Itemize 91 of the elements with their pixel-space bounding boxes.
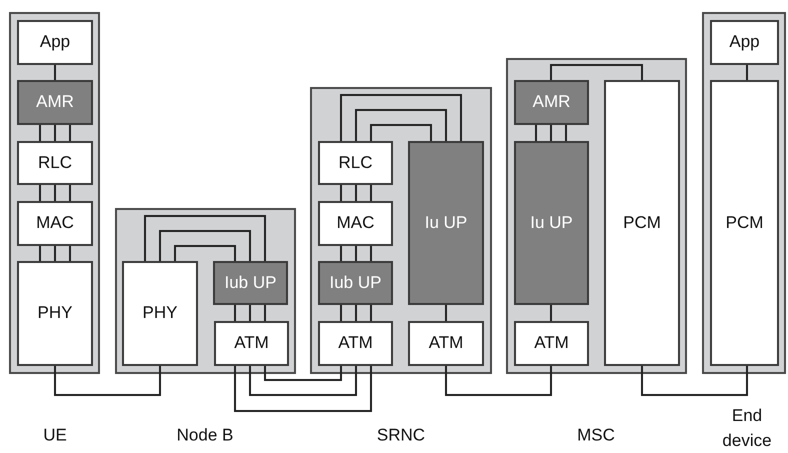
network-element-box xyxy=(506,58,687,374)
connector-line xyxy=(445,366,552,396)
connector-line xyxy=(39,185,41,201)
connector-line xyxy=(340,94,462,141)
connector-line xyxy=(370,246,372,261)
layer-label: AMR xyxy=(36,93,74,112)
protocol-layer xyxy=(604,80,680,366)
connector-line xyxy=(370,305,372,321)
connector-line xyxy=(54,65,56,80)
protocol-layer xyxy=(318,201,393,246)
layer-label: MAC xyxy=(36,214,74,233)
connector-line xyxy=(39,125,41,141)
connector-line xyxy=(54,125,56,141)
connector-line xyxy=(69,246,71,261)
layer-label: ATM xyxy=(428,334,464,353)
protocol-layer xyxy=(318,321,393,366)
protocol-layer xyxy=(17,20,93,65)
layer-label: Iu UP xyxy=(424,214,468,232)
shaded-protocol-layer xyxy=(17,80,93,125)
connector-line xyxy=(565,125,567,141)
layer-label: Iu UP xyxy=(530,214,573,232)
connector-line xyxy=(54,185,56,201)
connector-line xyxy=(355,305,357,321)
network-element-box xyxy=(310,87,492,374)
connector-line xyxy=(54,246,56,261)
protocol-layer xyxy=(408,321,484,366)
connector-line xyxy=(54,366,161,396)
element-label: Node B xyxy=(176,424,234,446)
connector-line xyxy=(39,246,41,261)
connector-line xyxy=(249,366,357,396)
layer-label: RLC xyxy=(38,154,72,172)
connector-line xyxy=(370,185,372,201)
connector-line xyxy=(159,230,251,261)
protocol-layer xyxy=(710,80,779,366)
layer-label: PHY xyxy=(38,304,72,323)
connector-line xyxy=(264,305,266,321)
connector-line xyxy=(69,125,71,141)
network-element-box xyxy=(9,12,100,374)
element-label: UE xyxy=(42,424,68,446)
connector-line xyxy=(264,366,342,381)
connector-line xyxy=(355,109,447,141)
connector-line xyxy=(550,125,552,141)
layer-label: ATM xyxy=(234,334,269,353)
network-element-box xyxy=(115,208,296,374)
shaded-protocol-layer xyxy=(213,261,288,305)
layer-label: ATM xyxy=(534,334,569,353)
connector-line xyxy=(249,305,251,321)
protocol-layer xyxy=(17,201,93,246)
layer-label: PCM xyxy=(726,214,764,232)
connector-line xyxy=(370,124,432,141)
connector-line xyxy=(174,245,236,261)
layer-label: MAC xyxy=(336,214,374,233)
connector-line xyxy=(340,246,342,261)
protocol-layer xyxy=(710,20,779,65)
protocol-layer xyxy=(318,141,393,185)
connector-line xyxy=(445,305,447,321)
connector-line xyxy=(355,246,357,261)
shaded-protocol-layer xyxy=(514,141,589,305)
protocol-layer xyxy=(17,141,93,185)
protocol-layer xyxy=(122,261,198,366)
protocol-layer xyxy=(17,261,93,366)
connector-line xyxy=(535,125,537,141)
connector-line xyxy=(340,305,342,321)
element-label: End device xyxy=(721,405,773,452)
layer-label: Iub UP xyxy=(330,274,382,292)
connector-line xyxy=(746,65,748,80)
protocol-layer xyxy=(214,321,289,366)
connector-line xyxy=(69,185,71,201)
connector-line xyxy=(355,185,357,201)
protocol-layer xyxy=(514,321,589,366)
connector-line xyxy=(234,366,372,412)
layer-label: App xyxy=(729,33,760,52)
layer-label: AMR xyxy=(532,93,570,112)
shaded-protocol-layer xyxy=(408,141,484,305)
connector-line xyxy=(641,366,748,396)
connector-line xyxy=(550,64,643,80)
connector-line xyxy=(234,305,236,321)
layer-label: App xyxy=(40,33,70,52)
layer-label: Iub UP xyxy=(224,274,276,292)
connector-line xyxy=(550,305,552,321)
shaded-protocol-layer xyxy=(318,261,393,305)
layer-label: ATM xyxy=(338,334,373,353)
shaded-protocol-layer xyxy=(514,80,589,125)
element-label: MSC xyxy=(576,424,616,446)
network-element-box xyxy=(702,12,786,374)
layer-label: PCM xyxy=(623,214,661,232)
element-label: SRNC xyxy=(376,424,426,446)
layer-label: PHY xyxy=(142,304,178,323)
connector-line xyxy=(144,215,266,261)
connector-line xyxy=(340,185,342,201)
layer-label: RLC xyxy=(338,154,372,172)
